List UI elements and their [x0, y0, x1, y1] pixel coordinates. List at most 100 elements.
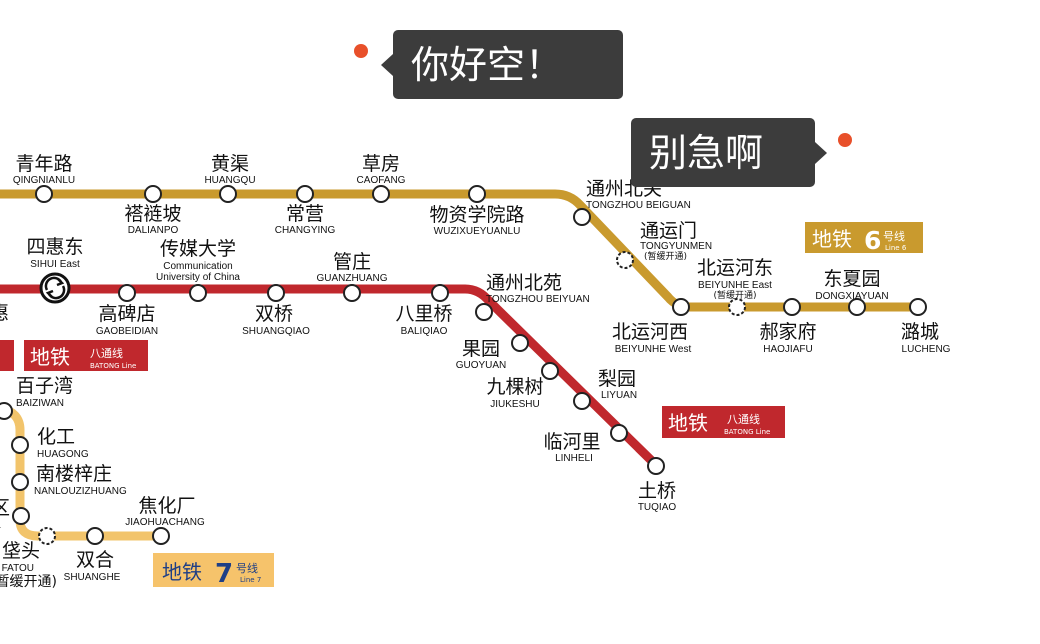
station-marker[interactable] [541, 362, 559, 380]
station-marker[interactable] [267, 284, 285, 302]
station-marker[interactable] [11, 473, 29, 491]
station-marker-suspended[interactable] [728, 298, 746, 316]
station-label: 高碑店 [98, 303, 155, 325]
line7-sign-name: 地铁 [162, 560, 202, 584]
batong-sign-line: 八通线 [90, 346, 123, 360]
station-marker[interactable] [86, 527, 104, 545]
station-label: 潞城 [901, 321, 939, 343]
chat-message-text: 别急啊 [649, 130, 764, 175]
station-marker[interactable] [296, 185, 314, 203]
station-label-note: (暂缓开通) [0, 574, 57, 590]
station-marker[interactable] [909, 298, 927, 316]
station-marker[interactable] [35, 185, 53, 203]
station-marker[interactable] [647, 457, 665, 475]
batong-sign-sub: BATONG Line [90, 362, 136, 370]
station-label-en: DALIANPO [128, 225, 179, 236]
station-marker[interactable] [12, 507, 30, 525]
station-marker[interactable] [610, 424, 628, 442]
station-label-en: CHANGYING [275, 225, 336, 236]
station-marker[interactable] [152, 527, 170, 545]
station-marker[interactable] [189, 284, 207, 302]
station-label: 黄渠 [211, 153, 249, 175]
station-marker[interactable] [475, 303, 493, 321]
chat-bubble-right[interactable]: 别急啊 [631, 118, 827, 187]
station-label: 褡裢坡 [124, 203, 181, 225]
station-marker[interactable] [468, 185, 486, 203]
bubble-tail [815, 141, 827, 164]
station-label-en: BALIQIAO [401, 326, 448, 337]
station-label: 惠 [0, 302, 9, 324]
line7-sign: 地铁 7 号线 Line 7 [153, 553, 274, 589]
station-label-en: CAOFANG [357, 175, 406, 186]
station-marker[interactable] [372, 185, 390, 203]
line7-sign-number: 7 [215, 559, 233, 589]
station-marker[interactable] [573, 208, 591, 226]
station-label-en: HUAGONG [37, 449, 89, 460]
station-label-en: QINGNIANLU [13, 175, 75, 186]
batong-sign-name: 地铁 [30, 345, 70, 369]
station-label: 常营 [286, 203, 324, 225]
batong-sign-line: 八通线 [727, 412, 760, 426]
station-marker[interactable] [11, 436, 29, 454]
station-label: 东夏园 [823, 268, 880, 290]
line7-sign-suffix: 号线 [236, 561, 258, 575]
station-marker[interactable] [848, 298, 866, 316]
station-marker-suspended[interactable] [38, 527, 56, 545]
station-label-en: BAIZIWAN [16, 398, 64, 409]
station-label: 焦化厂 [138, 495, 195, 517]
station-label: 垡头 [2, 540, 40, 562]
station-label-en: GUOYUAN [456, 360, 507, 371]
station-label-en: SIHUI East [30, 259, 80, 270]
batong-line-sign: 地铁 八通线 BATONG Line [662, 406, 785, 438]
station-label: 区 [0, 497, 10, 519]
transfer-arrows-icon [44, 276, 66, 300]
station-label: 双桥 [255, 303, 293, 325]
line6-sign-suffix: 号线 [883, 229, 905, 243]
station-label: 百子湾 [16, 375, 73, 397]
station-marker[interactable] [573, 392, 591, 410]
bubble-tail [381, 53, 393, 76]
station-marker[interactable] [511, 334, 529, 352]
station-label: 通州北苑 [486, 272, 562, 294]
station-marker[interactable] [783, 298, 801, 316]
line7-sign-sub: Line 7 [240, 576, 261, 584]
station-label-en: JIUKESHU [490, 399, 539, 410]
station-label: 北运河西 [612, 321, 688, 343]
station-label-note: (暂缓开通) [713, 289, 756, 301]
station-label-en: TUQIAO [638, 502, 677, 513]
station-label-en: TONGZHOU BEIGUAN [586, 200, 691, 211]
station-label: 八里桥 [395, 303, 452, 325]
station-marker[interactable] [672, 298, 690, 316]
station-label-en: Communication [163, 261, 232, 272]
station-marker[interactable] [0, 402, 13, 420]
station-label-en: TONGZHOU BEIYUAN [486, 294, 590, 305]
bubble-indicator-dot [354, 44, 368, 58]
station-label-en: SHUANGQIAO [242, 326, 310, 337]
station-label: 传媒大学 [160, 238, 236, 260]
station-marker-suspended[interactable] [616, 251, 634, 269]
station-label-en: TONGYUNMEN [640, 241, 712, 252]
station-label: 梨园 [598, 368, 636, 390]
station-label-en: LINHELI [555, 453, 593, 464]
station-label-en: BEIYUNHE East [698, 280, 772, 291]
station-marker[interactable] [343, 284, 361, 302]
station-label: 郝家府 [759, 321, 816, 343]
batong-line-sign: 地铁 八通线 BATONG Line [24, 340, 148, 371]
station-marker[interactable] [431, 284, 449, 302]
chat-bubble-left[interactable]: 你好空！ [381, 30, 623, 99]
station-marker[interactable] [144, 185, 162, 203]
line6-sign-name: 地铁 [812, 227, 852, 251]
station-label-en: BEIYUNHE West [615, 344, 692, 355]
station-label: 草房 [362, 153, 400, 175]
station-marker[interactable] [219, 185, 237, 203]
station-label: 土桥 [638, 480, 676, 502]
station-label: 南楼梓庄 [36, 463, 112, 485]
station-marker[interactable] [118, 284, 136, 302]
station-label-en: WUZIXUEYUANLU [434, 226, 521, 237]
station-label-en: HUANGQU [204, 175, 255, 186]
station-label: 双合 [76, 549, 114, 571]
station-label-en: FATOU [2, 563, 34, 574]
line6-sign: 地铁 6 号线 Line 6 [805, 222, 923, 255]
station-label: 通运门 [640, 220, 697, 242]
